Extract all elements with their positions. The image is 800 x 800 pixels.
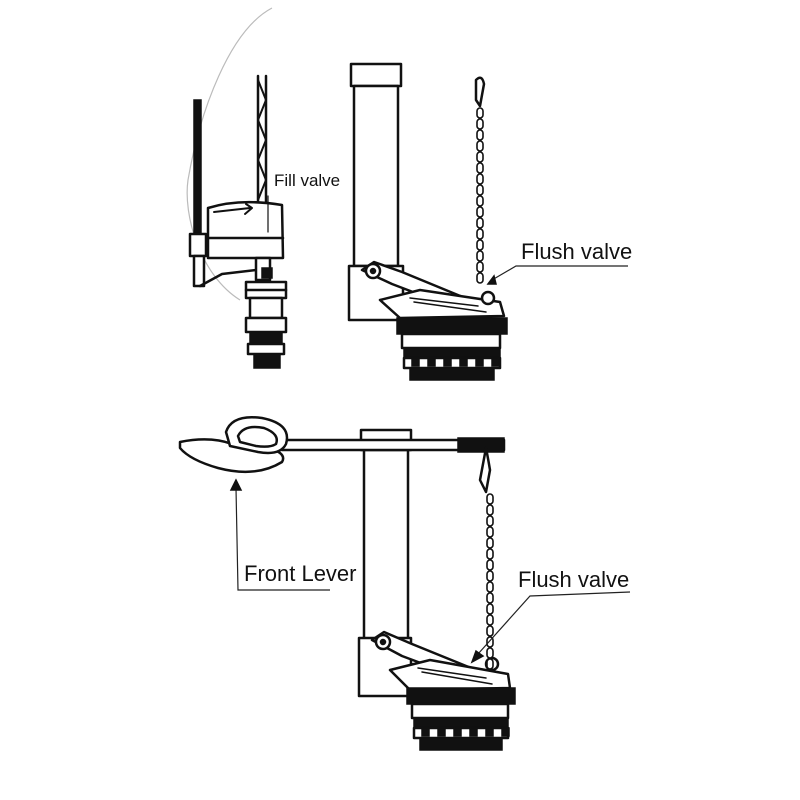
chain-link [486, 625, 494, 637]
base-tooth [421, 727, 430, 737]
chain-link [486, 614, 494, 626]
base-tooth [427, 357, 436, 367]
chain-link [476, 184, 484, 196]
chain-link [476, 261, 484, 273]
chain-link [476, 195, 484, 207]
base-tooth [453, 727, 462, 737]
chain-link [476, 107, 484, 119]
chain-link [476, 250, 484, 262]
base-tooth [475, 357, 484, 367]
chain-link [476, 228, 484, 240]
base-teeth-bottom [421, 727, 510, 737]
chain-link [476, 206, 484, 218]
fill-valve-drawing [186, 7, 288, 369]
chain-link [476, 239, 484, 251]
chain-link [486, 581, 494, 593]
chain-link [476, 162, 484, 174]
chain-link [486, 603, 494, 615]
chain-link [476, 217, 484, 229]
base-tooth [485, 727, 494, 737]
chain-link [476, 173, 484, 185]
flush-valve-top-drawing [347, 62, 508, 381]
lift-chain-bottom [486, 493, 494, 670]
chain-link [476, 118, 484, 130]
flush-valve-label-bottom: Flush valve [518, 567, 630, 592]
base-tooth [469, 727, 478, 737]
chain-link [476, 129, 484, 141]
chain-link [486, 548, 494, 560]
base-teeth-top [411, 357, 500, 367]
base-tooth [443, 357, 452, 367]
chain-link [486, 559, 494, 571]
flush-valve-label-top: Flush valve [521, 239, 633, 264]
chain-link [486, 570, 494, 582]
chain-link [486, 537, 494, 549]
base-tooth [501, 727, 510, 737]
chain-link [476, 272, 484, 284]
chain-link [486, 526, 494, 538]
chain-link [486, 504, 494, 516]
chain-link [476, 151, 484, 163]
chain-link [486, 647, 494, 659]
chain-link [486, 515, 494, 527]
lift-chain-top [476, 107, 484, 284]
front-lever-label: Front Lever [244, 561, 357, 586]
leader-lines [229, 195, 631, 664]
chain-link [476, 140, 484, 152]
base-tooth [459, 357, 468, 367]
chain-link [486, 658, 494, 670]
front-lever-drawing [178, 416, 506, 670]
chain-link [486, 592, 494, 604]
base-tooth [411, 357, 420, 367]
base-tooth [437, 727, 446, 737]
base-tooth [491, 357, 500, 367]
chain-link [486, 493, 494, 505]
fill-valve-label: Fill valve [274, 171, 341, 190]
